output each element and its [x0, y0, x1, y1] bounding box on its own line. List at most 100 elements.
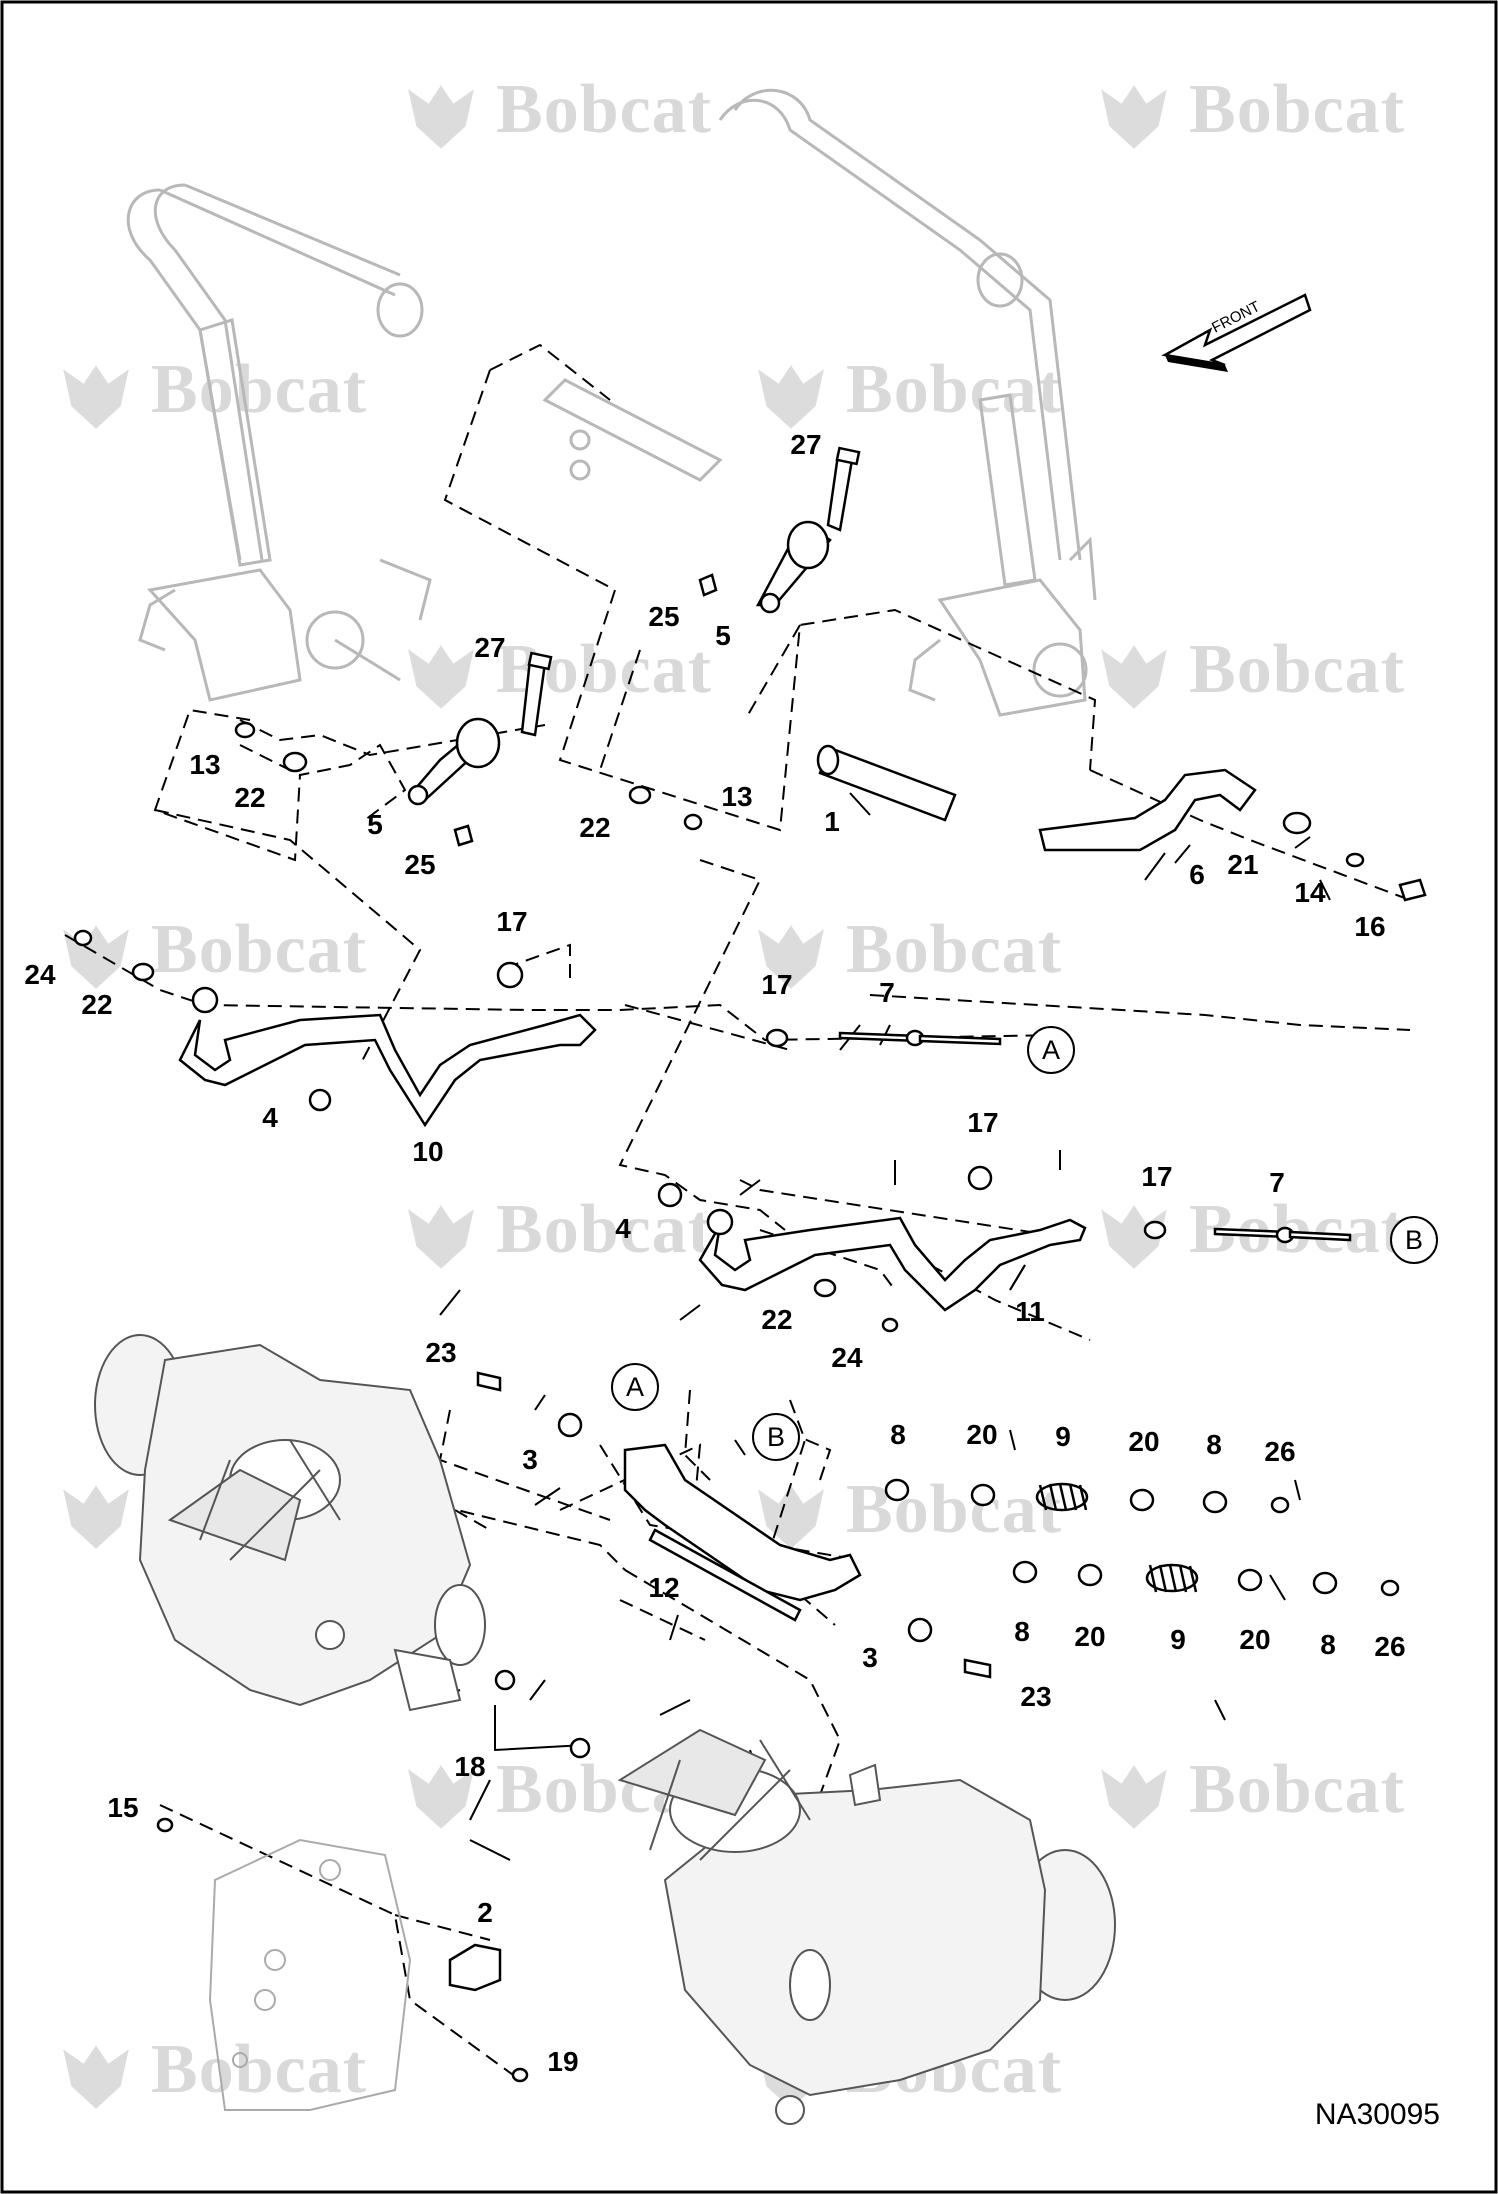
callout-1: 1	[824, 806, 840, 837]
callout-17: 17	[496, 906, 528, 937]
clip-24-top	[73, 929, 93, 947]
callout-6: 6	[1189, 859, 1205, 890]
front-arrow-icon: FRONT	[1161, 293, 1312, 372]
watermark: Bobcat	[400, 70, 712, 157]
washer-22-mid	[628, 785, 652, 805]
callout-4: 4	[262, 1102, 278, 1133]
washer-8c	[1012, 1560, 1038, 1584]
callout-8: 8	[1014, 1616, 1030, 1647]
transmission-left	[94, 1334, 486, 1712]
bobcat-logo-icon	[758, 925, 824, 989]
callout-22: 22	[81, 989, 113, 1020]
callout-23: 23	[425, 1337, 457, 1368]
bobcat-logo-icon	[1101, 1205, 1167, 1269]
callout-21: 21	[1227, 849, 1259, 880]
screw-19	[511, 2067, 529, 2083]
watermark: Bobcat	[750, 910, 1062, 997]
washer-8a	[884, 1478, 910, 1502]
pivot-link-lower	[407, 651, 553, 847]
transmission-right	[617, 1728, 1116, 2125]
spring-9-bottom	[1145, 1563, 1199, 1593]
callout-10: 10	[412, 1136, 444, 1167]
reference-circle-a: A	[611, 1363, 659, 1411]
drawing-number: NA30095	[1314, 2098, 1440, 2131]
callout-19: 19	[547, 2046, 579, 2077]
bushing-3-top	[557, 1412, 583, 1438]
bolt-16	[1398, 878, 1427, 902]
watermark: Bobcat	[1093, 70, 1405, 157]
bushing-13-mid	[683, 813, 703, 831]
callout-7: 7	[1269, 1167, 1285, 1198]
callout-22: 22	[234, 782, 266, 813]
callout-11: 11	[1015, 1296, 1045, 1327]
callout-16: 16	[1354, 911, 1386, 942]
callout-5: 5	[367, 809, 383, 840]
grip-1	[816, 744, 957, 822]
bobcat-logo-icon	[408, 1205, 474, 1269]
bobcat-logo-icon	[408, 645, 474, 709]
watermark: Bobcat	[55, 910, 367, 997]
reference-circle-a: A	[1027, 1026, 1075, 1074]
bobcat-logo-icon	[408, 85, 474, 149]
callout-12: 12	[648, 1572, 680, 1603]
callout-25: 25	[404, 849, 436, 880]
callout-23: 23	[1020, 1681, 1052, 1712]
control-handle-right-ghost	[718, 88, 1097, 717]
nut-8d	[1312, 1571, 1338, 1595]
bobcat-logo-icon	[1101, 645, 1167, 709]
callout-7: 7	[879, 977, 895, 1008]
control-handle-left-ghost	[126, 183, 432, 702]
callout-26: 26	[1374, 1631, 1406, 1662]
washer-20c	[1077, 1563, 1103, 1587]
nut-18-top	[494, 1669, 516, 1691]
linkage-arm-10	[178, 986, 597, 1128]
watermark: Bobcat	[1093, 1750, 1405, 1837]
washer-22-bottom	[813, 1278, 837, 1298]
switch-2	[448, 1943, 502, 1992]
callout-24: 24	[24, 959, 56, 990]
cap-26b	[1380, 1579, 1400, 1597]
callout-26: 26	[1264, 1436, 1296, 1467]
callout-17: 17	[761, 969, 793, 1000]
pivot-link-upper	[698, 446, 861, 614]
washer-20d	[1237, 1568, 1263, 1592]
watermark: Bobcat	[1093, 630, 1405, 717]
callout-4: 4	[615, 1213, 631, 1244]
callout-8: 8	[1320, 1629, 1336, 1660]
callout-20: 20	[1074, 1621, 1106, 1652]
nut-17-lower	[967, 1165, 993, 1191]
spring-9-top	[1035, 1482, 1089, 1512]
bushing-4-top	[308, 1088, 332, 1112]
washer-22-left	[282, 751, 308, 773]
callout-22: 22	[579, 812, 611, 843]
nut-8b	[1202, 1490, 1228, 1514]
reference-circle-b: B	[1390, 1216, 1438, 1264]
washer-20b	[1129, 1488, 1155, 1512]
callout-9: 9	[1055, 1421, 1071, 1452]
callout-3: 3	[522, 1444, 538, 1475]
nut-15	[156, 1817, 174, 1833]
callout-8: 8	[890, 1419, 906, 1450]
watermark: Bobcat	[55, 350, 367, 437]
callout-27: 27	[790, 429, 822, 460]
callout-17: 17	[967, 1107, 999, 1138]
callout-27: 27	[474, 632, 506, 663]
callout-9: 9	[1170, 1624, 1186, 1655]
nut-18-bottom	[569, 1737, 591, 1759]
callout-20: 20	[966, 1419, 998, 1450]
bushing-13-left	[234, 721, 256, 739]
reference-circle-b: B	[752, 1413, 800, 1461]
callout-5: 5	[715, 620, 731, 651]
callout-2: 2	[477, 1897, 493, 1928]
bushing-4-bottom	[657, 1182, 683, 1208]
pivot-shaft-ghost	[542, 378, 723, 482]
callout-24: 24	[831, 1342, 863, 1373]
bobcat-logo-icon	[1101, 1765, 1167, 1829]
nut-17-right	[1143, 1220, 1167, 1240]
bobcat-logo-icon	[1101, 85, 1167, 149]
linkage-arm-11	[698, 1208, 1087, 1312]
callout-13: 13	[721, 781, 753, 812]
watermark: Bobcat	[750, 1470, 1062, 1557]
callout-18: 18	[454, 1751, 486, 1782]
callout-20: 20	[1128, 1426, 1160, 1457]
